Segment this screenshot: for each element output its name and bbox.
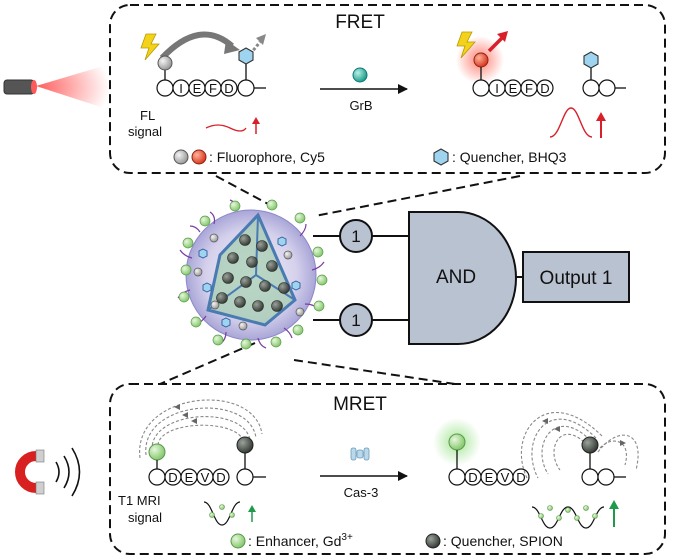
- legend-spion-quencher-ball: [425, 533, 441, 549]
- svg-text:D: D: [216, 470, 225, 485]
- strong-fl-signal-peak: [549, 107, 593, 138]
- svg-text:E: E: [485, 470, 494, 485]
- legend-red-fluorophore-ball: [191, 149, 207, 165]
- spion-quencher-ball: [236, 436, 254, 454]
- strong-mri-signal-curve: [531, 506, 605, 529]
- surface-quenchers: [198, 236, 301, 328]
- mret-intact-probe: D E V D: [139, 399, 266, 486]
- output-box-label: Output 1: [540, 268, 613, 289]
- nanoparticle: [177, 199, 328, 350]
- magnetic-wave-1: [55, 461, 60, 483]
- svg-text:V: V: [201, 470, 210, 485]
- legend-enhancer-text: : Enhancer, Gd3+: [248, 532, 353, 549]
- magnetic-field-lines-left: [139, 399, 263, 459]
- svg-text:D: D: [468, 470, 477, 485]
- emission-arrow: [487, 36, 504, 53]
- spion-core-particles: [216, 234, 290, 312]
- mri-signal-label-line1: T1 MRI: [118, 493, 161, 508]
- fret-title: FRET: [335, 12, 385, 33]
- input-node-1-label: 1: [351, 227, 360, 246]
- legend-enhancer-prefix: : Enhancer, Gd: [248, 533, 341, 549]
- caspase-3-enzyme-icon: [350, 447, 370, 461]
- gd-enhancer-ball: [148, 443, 166, 461]
- and-gate: [408, 211, 517, 345]
- mret-panel-border: [109, 383, 666, 555]
- output-box: [522, 251, 630, 303]
- mri-signal-label-line2: signal: [128, 510, 162, 525]
- mret-cleaved-probe: D E V D: [433, 412, 639, 486]
- svg-text:F: F: [209, 81, 217, 96]
- fret-panel: FRET I E F D: [109, 4, 666, 174]
- surface-fluorophores: [193, 233, 305, 331]
- legend-quencher-text: : Quencher, BHQ3: [452, 149, 567, 165]
- legend-fluorophore-text: : Fluorophore, Cy5: [209, 149, 325, 165]
- mret-title: MRET: [333, 394, 387, 415]
- and-gate-label: AND: [436, 267, 476, 288]
- magnetic-wave-3: [71, 447, 81, 497]
- svg-text:D: D: [540, 81, 549, 96]
- quench-dashed-arrow: [245, 41, 262, 59]
- fluorophore-grey-ball: [157, 55, 173, 71]
- cas3-label: Cas-3: [344, 485, 379, 500]
- svg-text:E: E: [509, 81, 518, 96]
- zoom-line-bottom-right: [293, 359, 456, 385]
- input-node-2-label: 1: [351, 311, 360, 330]
- weak-fl-signal-curve: [205, 124, 247, 132]
- svg-text:F: F: [525, 81, 533, 96]
- svg-text:I: I: [495, 81, 499, 96]
- legend-spion-text: : Quencher, SPION: [443, 533, 563, 549]
- laser-icon: [3, 64, 110, 110]
- svg-text:D: D: [168, 470, 177, 485]
- legend-gd-enhancer-ball: [230, 533, 246, 549]
- svg-text:V: V: [501, 470, 510, 485]
- zoom-line-bottom-left: [159, 342, 256, 385]
- fret-peptide-left: [156, 79, 255, 97]
- svg-text:D: D: [516, 470, 525, 485]
- svg-text:E: E: [193, 81, 202, 96]
- cy5-red-ball: [473, 52, 489, 68]
- legend-enhancer-superscript: 3+: [341, 532, 353, 543]
- fret-cleaved-probe: I E F D: [456, 31, 626, 97]
- spion-quencher-ball-free: [581, 436, 599, 454]
- magnetic-wave-2: [63, 455, 70, 489]
- logic-circuit: 1 1 AND Output 1: [313, 211, 630, 345]
- mret-panel: MRET D E: [109, 383, 666, 555]
- fret-intact-probe: I E F D: [140, 31, 266, 97]
- magnetic-field-lines-right: [520, 412, 639, 481]
- svg-text:I: I: [179, 81, 183, 96]
- gd-enhancer-ball-free: [448, 433, 466, 451]
- legend-grey-fluorophore-ball: [173, 149, 189, 165]
- granzyme-b-enzyme-icon: [352, 67, 368, 83]
- weak-mri-signal-curve: [203, 501, 241, 526]
- energy-transfer-arrow: [159, 31, 234, 61]
- fret-panel-border: [109, 4, 666, 174]
- zoom-line-top-right: [314, 175, 521, 217]
- lightning-icon: [140, 33, 160, 61]
- svg-text:D: D: [224, 81, 233, 96]
- quencher-hexagon: [238, 47, 254, 65]
- peptide-strands: [177, 199, 325, 349]
- zoom-line-top-left: [215, 175, 271, 206]
- outer-gd-enhancers: [178, 199, 328, 350]
- quencher-hexagon-free: [583, 51, 599, 69]
- lightning-icon-right: [456, 31, 476, 59]
- fl-signal-label-line2: signal: [128, 124, 162, 139]
- magnet-icon: [15, 447, 81, 497]
- svg-text:E: E: [185, 470, 194, 485]
- grb-label: GrB: [349, 98, 372, 113]
- legend-quencher-hexagon: [433, 148, 449, 166]
- fl-signal-label-line1: FL: [140, 108, 155, 123]
